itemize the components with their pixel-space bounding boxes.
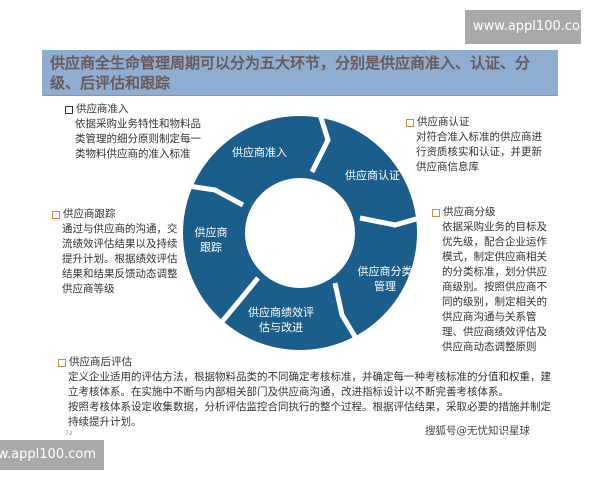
description: 对符合准入标准的供应商进行资质核实和认证，并更新供应商信息库 <box>416 131 542 173</box>
block-tracking: 供应商跟踪 通过与供应商的沟通，交流绩效评估结果以及持续提升计划。根据绩效评估结… <box>52 207 182 297</box>
heading: 供应商跟踪 <box>63 208 116 220</box>
description: 通过与供应商的沟通，交流绩效评估结果以及持续提升计划。根据绩效评估结果和结果反馈… <box>62 223 178 295</box>
watermark-bottom: www.appl100.com <box>0 440 104 470</box>
gap-arrow-2 <box>359 212 431 228</box>
source-credit: 搜狐号@无忧知识星球 <box>425 425 530 437</box>
slide-title: 供应商全生命管理周期可以分为五大环节，分别是供应商准入、认证、分级、后评估和跟踪 <box>42 50 558 96</box>
checkbox-bullet-icon <box>52 210 60 219</box>
heading: 供应商认证 <box>417 116 470 128</box>
checkbox-bullet-icon <box>58 358 66 367</box>
stage-grading: 供应商分类管理 <box>357 265 413 293</box>
checkbox-bullet-icon <box>432 208 440 217</box>
stage-admission: 供应商准入 <box>232 146 287 159</box>
description: 依据采购业务特性和物料品类管理的细分原则制定每一类物料供应商的准入标准 <box>75 118 201 160</box>
stage-certification: 供应商认证 <box>345 169 400 182</box>
page-number: 72 <box>65 430 73 437</box>
gap-arrow-5 <box>181 182 245 208</box>
block-admission: 供应商准入 依据采购业务特性和物料品类管理的细分原则制定每一类物料供应商的准入标… <box>65 102 205 162</box>
checkbox-bullet-icon <box>406 118 414 127</box>
description: 依据采购业务的目标及优先级，配合企业运作模式，制定供应商相关的分类标准，划分供应… <box>442 221 547 353</box>
gap-arrow-3 <box>332 282 363 347</box>
gap-arrow-4 <box>213 276 260 332</box>
stage-evaluation: 供应商绩效评估与改进 <box>248 306 314 334</box>
checkbox-bullet-icon <box>65 105 73 114</box>
heading: 供应商分级 <box>443 206 496 218</box>
gap-arrow-1 <box>309 107 331 174</box>
description-2: 按照考核体系设定收集数据，分析评估监控合同执行的整个过程。根据评估结果，采取必要… <box>68 401 551 428</box>
block-certification: 供应商认证 对符合准入标准的供应商进行资质核实和认证，并更新供应商信息库 <box>406 115 551 175</box>
heading: 供应商准入 <box>76 103 129 115</box>
cycle-ring <box>183 116 417 350</box>
stage-tracking: 供应商跟踪 <box>194 226 228 254</box>
watermark-top: www.appl100.com <box>465 10 593 44</box>
block-post-evaluation: 供应商后评估 定义企业适用的评估方法，根据物料品类的不同确定考核标准，并确定每一… <box>58 355 558 430</box>
heading: 供应商后评估 <box>69 356 132 368</box>
description: 定义企业适用的评估方法，根据物料品类的不同确定考核标准，并确定每一种考核标准的分… <box>68 371 551 398</box>
block-grading: 供应商分级 依据采购业务的目标及优先级，配合企业运作模式，制定供应商相关的分类标… <box>432 205 557 355</box>
